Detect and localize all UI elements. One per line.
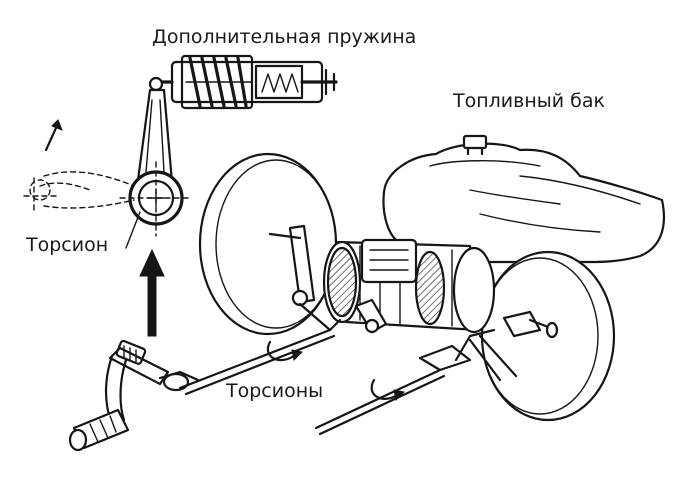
torsion-lever — [119, 88, 193, 237]
additional-spring-label: Дополнительная пружина — [152, 26, 417, 48]
upward-arrow — [139, 248, 165, 337]
left-wheel — [198, 152, 338, 336]
vehicle-body — [198, 134, 666, 422]
torsions-label: Торсионы — [226, 380, 324, 402]
handlebar-grip — [68, 339, 200, 452]
suspension-levers — [268, 224, 559, 382]
lever-swing-trace — [23, 119, 135, 215]
additional-spring-assembly — [148, 54, 338, 110]
engine-drum — [322, 238, 496, 334]
spring-detail — [23, 54, 338, 337]
torsion-label: Торсион — [26, 234, 109, 256]
fuel-tank — [382, 134, 666, 264]
torsion-leader — [125, 211, 141, 249]
fuel-tank-label: Топливный бак — [453, 90, 605, 112]
torsion-bars — [178, 328, 446, 436]
